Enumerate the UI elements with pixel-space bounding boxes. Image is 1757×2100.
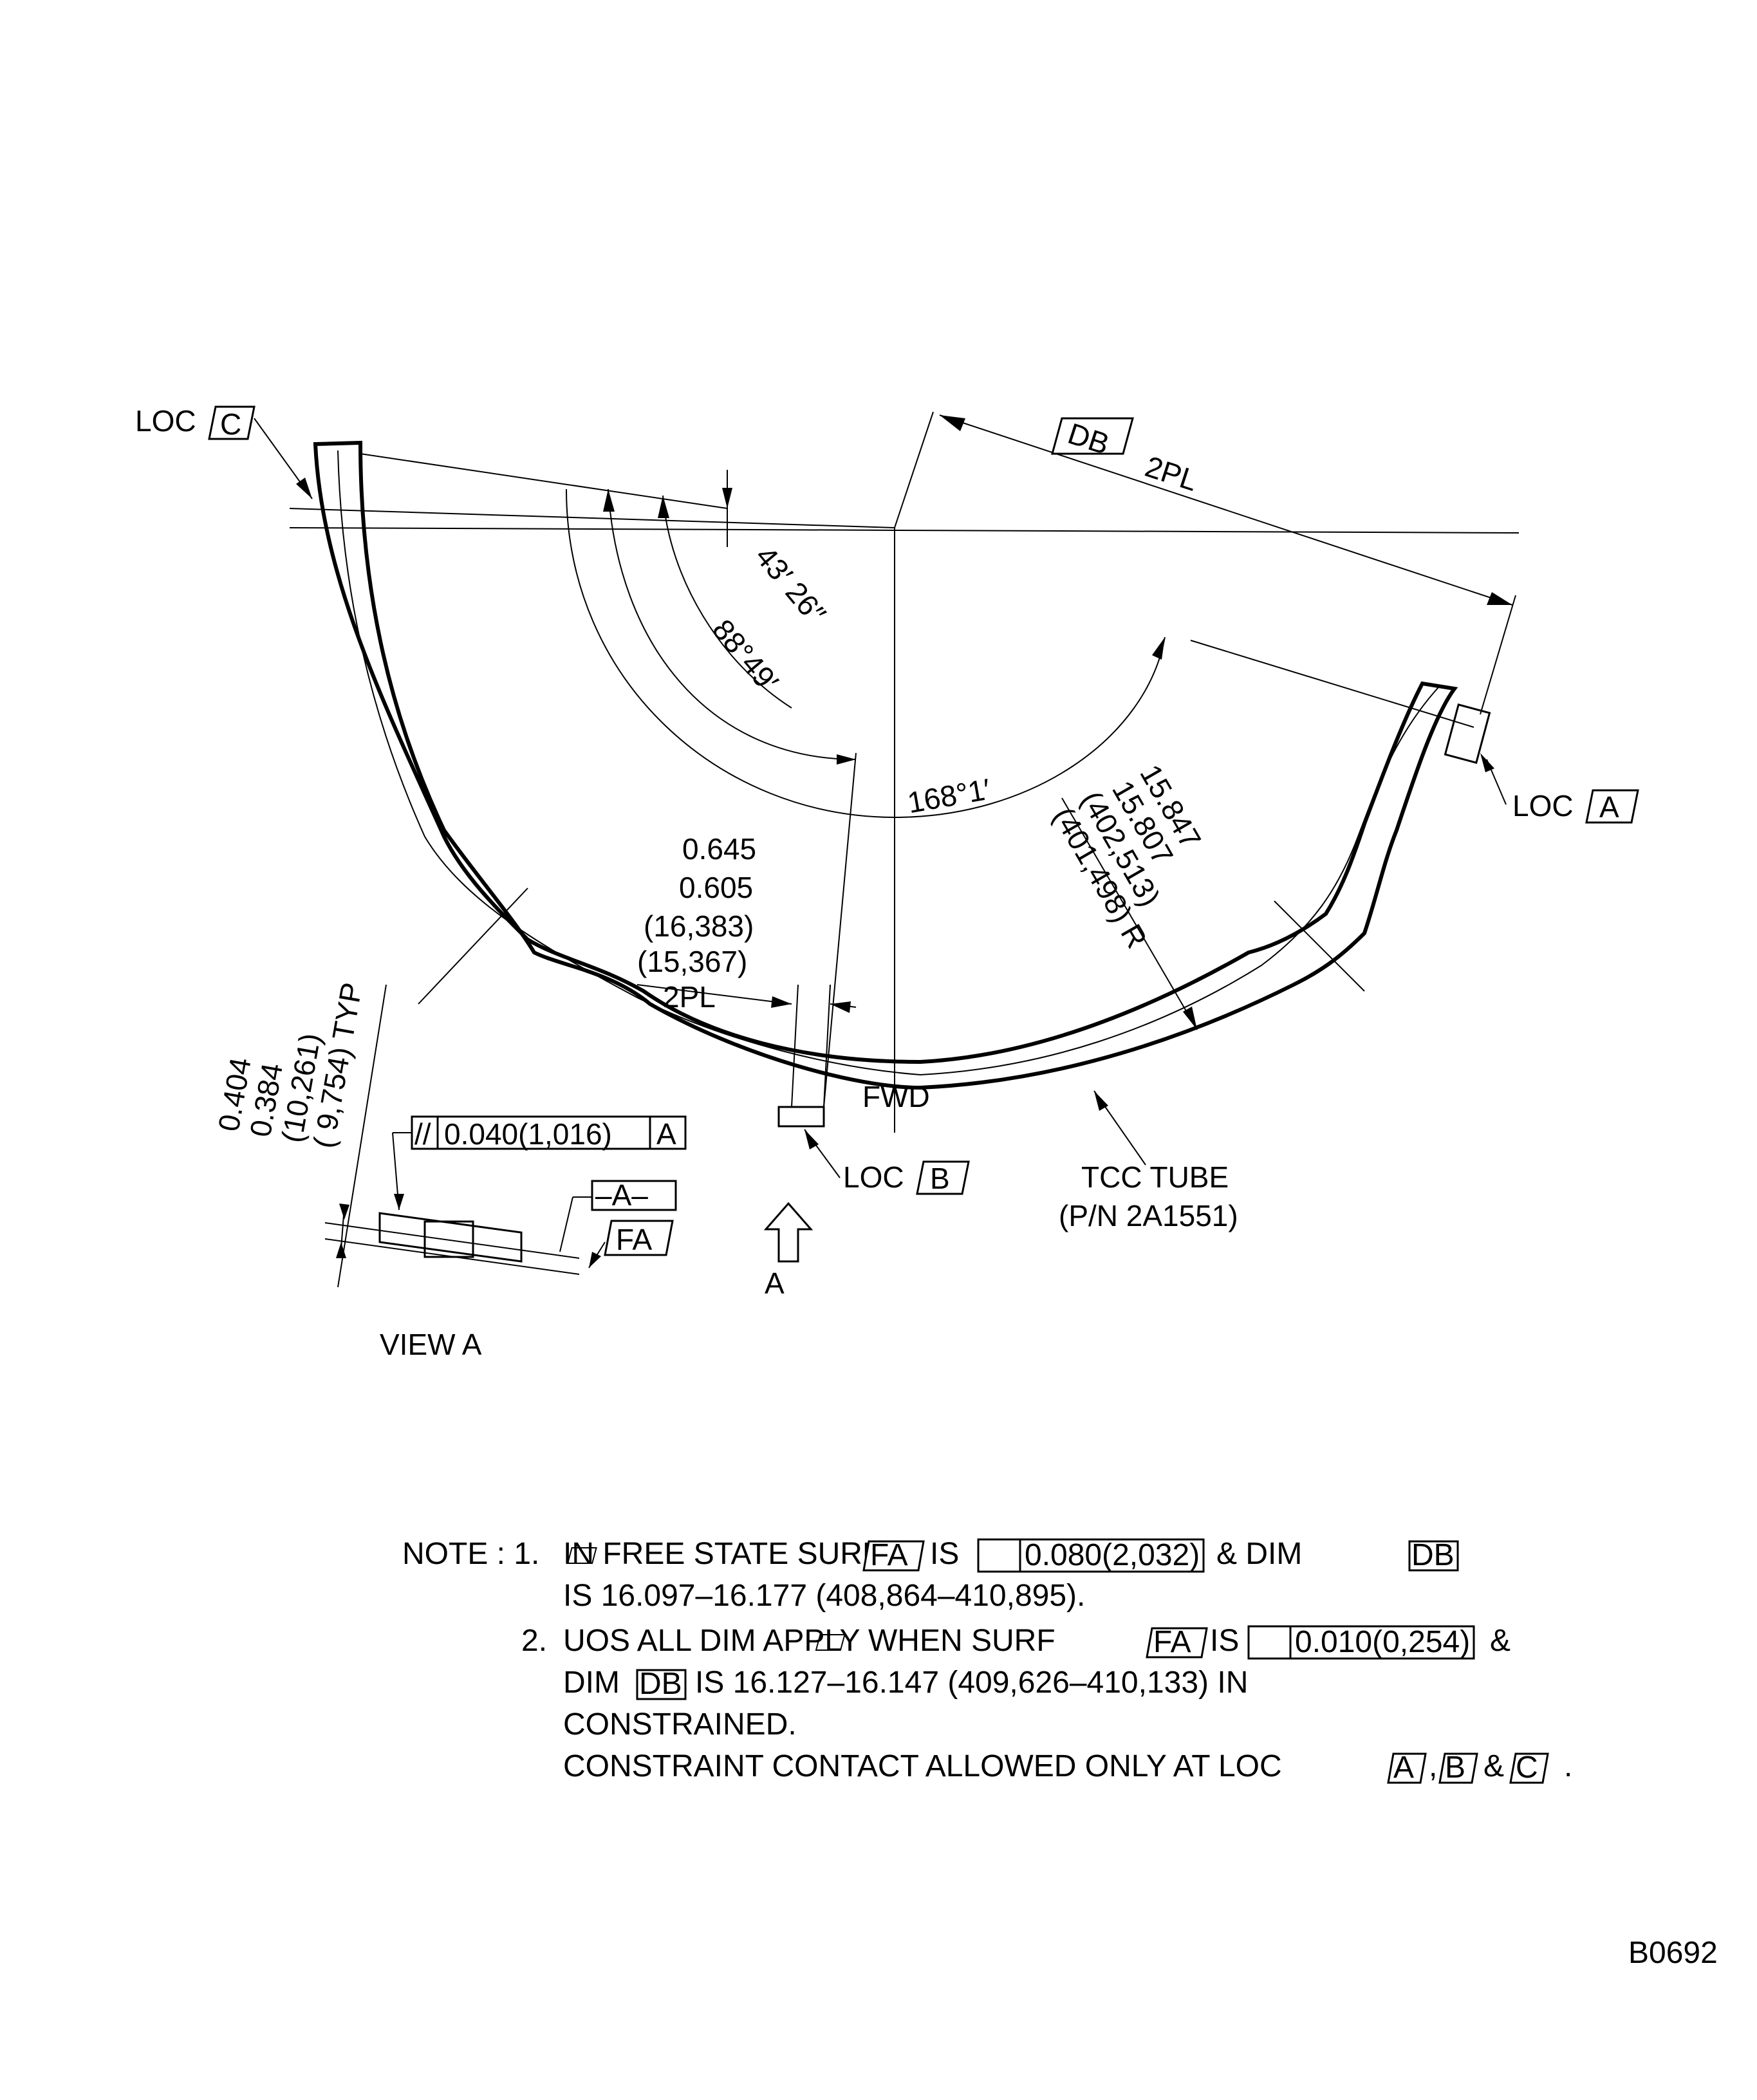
fcf-datum: A [656,1117,676,1151]
angle-88-label: 88°49′ [706,613,785,698]
note1-db: DB [1411,1538,1455,1572]
datum-a-label: –A– [595,1178,648,1212]
loc-a-label: LOC [1512,789,1574,822]
loc-a-callout: LOC A [1444,703,1639,824]
fcf-symbol: // [414,1117,431,1151]
width-line-3: (16,383) [644,909,754,943]
tube-line-2: (P/N 2A1551) [1059,1199,1238,1232]
bend-lines [418,887,1365,1005]
note2-b-box-label: B [1445,1751,1465,1785]
note-lead: NOTE : 1. [402,1537,539,1571]
view-arrow-label: A [765,1267,785,1300]
note1-tol: 0.080(2,032) [1025,1538,1200,1572]
note1-a: IN FREE STATE SURF [563,1537,881,1571]
note2-b-box [1438,1752,1478,1784]
notes: NOTE : 1. IN FREE STATE SURF FA IS 0.080… [402,1537,1572,1785]
note2-tol: 0.010(0,254) [1295,1625,1470,1659]
note1-is: IS [930,1537,959,1571]
loc-b-callout: LOC B [777,1106,970,1195]
width-line-2: 0.605 [679,871,753,904]
note2-dim: DIM [563,1666,620,1700]
view-a-title: VIEW A [380,1328,482,1361]
view-a-part [378,1212,523,1263]
loc-b-box [916,1160,970,1195]
db-dimension: DB 2PL [939,414,1516,715]
view-a-detail: 0.404 0.384 (10,261) ( 9,754) TYP // 0.0… [212,980,687,1361]
width-line-4: (15,367) [637,945,747,978]
drawing-id: B0692 [1628,1936,1718,1970]
note2-line3: CONSTRAINED. [563,1707,797,1742]
angle-dimensions: 43′ 26″ 88°49′ 168°1′ [566,470,1166,820]
width-dimension: 0.645 0.605 (16,383) (15,367) 2PL [637,832,857,1108]
width-line-1: 0.645 [682,832,756,866]
note1-amp: & DIM [1216,1537,1302,1571]
note2-and: & [1483,1749,1504,1783]
tube-callout: TCC TUBE (P/N 2A1551) [1059,1090,1238,1232]
note2-end: . [1564,1749,1572,1783]
note2-fa: FA [1153,1625,1191,1659]
angle-43-label: 43′ 26″ [749,539,833,630]
fa-box-label: FA [616,1223,653,1256]
note2-a-box [1387,1752,1427,1784]
center-lines [289,411,1520,1133]
width-line-5: 2PL [663,980,716,1014]
note1-flatness-icon [566,1547,597,1564]
loc-c-box [208,405,256,440]
note1-fa: FA [870,1538,908,1572]
db-2pl-label: 2PL [1141,449,1202,497]
fwd-label: FWD [862,1080,930,1113]
loc-b-box-label: B [930,1162,950,1195]
loc-c-box-label: C [220,407,241,441]
tcc-tube [313,440,1458,1090]
note2-db: DB [639,1667,682,1701]
loc-c-label: LOC [135,404,196,438]
fcf-value: 0.040(1,016) [444,1117,612,1151]
db-box [1051,417,1134,455]
tube-line-1: TCC TUBE [1081,1160,1229,1194]
note2-c-box-label: C [1516,1751,1538,1785]
fa-box [604,1220,674,1256]
note2-line4: CONSTRAINT CONTACT ALLOWED ONLY AT LOC [563,1749,1282,1783]
note1-fa-box [862,1540,925,1572]
view-arrow: A [763,1202,813,1300]
angle-168-label: 168°1′ [905,772,992,820]
loc-c-callout: LOC C [135,404,313,499]
note1-line2: IS 16.097–16.177 (408,864–410,895). [563,1579,1085,1613]
note2-c-box [1509,1752,1549,1784]
note2-flatness-icon [815,1634,846,1651]
loc-b-label: LOC [843,1160,904,1194]
note2-a: UOS ALL DIM APPLY WHEN SURF [563,1624,1055,1658]
view-arrow-shape [763,1202,813,1263]
note2-fa-box [1146,1627,1208,1659]
loc-a-box-label: A [1599,790,1619,824]
note2-line2: IS 16.127–16.147 (409,626–410,133) IN [695,1666,1248,1700]
note2-is: IS [1210,1624,1239,1658]
note2-comma: , [1429,1749,1437,1783]
radius-dimension: 15.847 15.807 (402,513) (401,498) R [1046,759,1208,1030]
note2-a-box-label: A [1393,1751,1414,1785]
note2-num: 2. [521,1624,547,1658]
loc-a-box [1585,789,1639,824]
note2-amp: & [1490,1624,1511,1658]
